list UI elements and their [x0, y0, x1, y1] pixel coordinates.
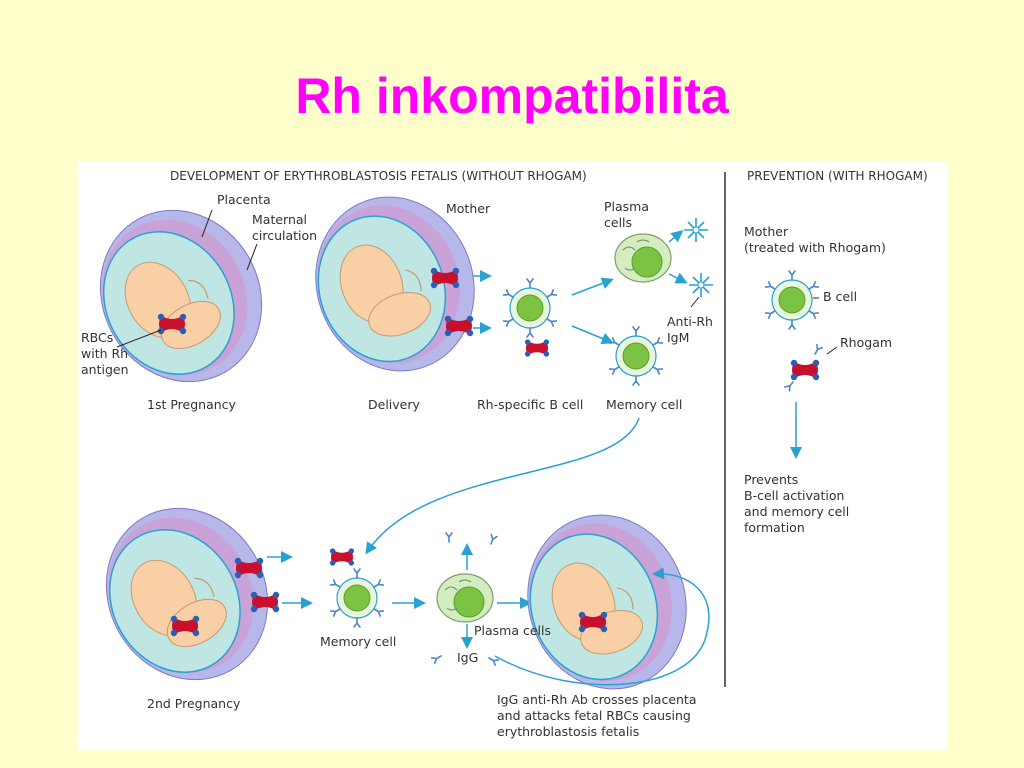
memory-cell-top-label: Memory cell [606, 397, 683, 412]
rh-specific-b-cell-label: Rh-specific B cell [477, 397, 584, 412]
delivery-label: Delivery [368, 397, 420, 412]
rh-specific-b-cell-icon [504, 279, 557, 337]
diagram-panel: DEVELOPMENT OF ERYTHROBLASTOSIS FETALIS … [77, 162, 948, 750]
slide-title: Rh inkompatibilita [295, 68, 729, 124]
memory-cell-bottom-icon [331, 569, 384, 627]
plasma-cell-bottom-icon [436, 573, 494, 623]
second-pregnancy-label: 2nd Pregnancy [147, 696, 241, 711]
igg-label: IgG [457, 650, 479, 665]
affected-pregnancy-illustration [502, 491, 712, 713]
rbc-pointer-line [116, 329, 162, 348]
plasma-cells-bottom-label: Plasma cells [474, 623, 552, 638]
mother-treated-label: Mother (treated with Rhogam) [744, 224, 886, 255]
circulation-pointer-line [246, 243, 258, 271]
header-right: PREVENTION (WITH RHOGAM) [747, 169, 928, 183]
rhogam-rbc-icon [790, 359, 820, 381]
memory-cell-bottom-label: Memory cell [320, 634, 397, 649]
first-pregnancy-label: 1st Pregnancy [147, 397, 236, 412]
second-pregnancy-illustration [77, 478, 300, 710]
rhogam-label: Rhogam [840, 335, 893, 350]
diagram-canvas [77, 172, 838, 713]
b-cell-label: B cell [823, 289, 858, 304]
memory-cell-top-icon [610, 327, 663, 385]
rbcs-with-rh-label: RBCs with Rh antigen [81, 330, 129, 377]
igm-icon-1 [683, 217, 709, 243]
placenta-pointer-line [201, 209, 213, 238]
igm-icon-2 [688, 272, 714, 298]
anti-rh-igm-label: Anti-Rh IgM [667, 314, 713, 345]
igg-crossing-arrow [494, 567, 710, 686]
maternal-circulation-label: Maternal circulation [252, 212, 318, 243]
prevention-b-cell-icon [766, 271, 819, 329]
plasma-cell-top-icon [614, 233, 672, 283]
igg-caption: IgG anti-Rh Ab crosses placenta and atta… [497, 692, 697, 739]
prevents-label: Prevents B-cell activation and memory ce… [744, 472, 850, 535]
memory-cell-rbc-icon [329, 548, 355, 566]
mother-label: Mother [446, 201, 491, 216]
memory-to-second-arrow [365, 417, 640, 555]
placenta-label: Placenta [217, 192, 271, 207]
plasma-cells-top-label: Plasma cells [604, 199, 650, 230]
header-left: DEVELOPMENT OF ERYTHROBLASTOSIS FETALIS … [170, 169, 587, 183]
b-cell-rbc-icon [524, 339, 550, 357]
